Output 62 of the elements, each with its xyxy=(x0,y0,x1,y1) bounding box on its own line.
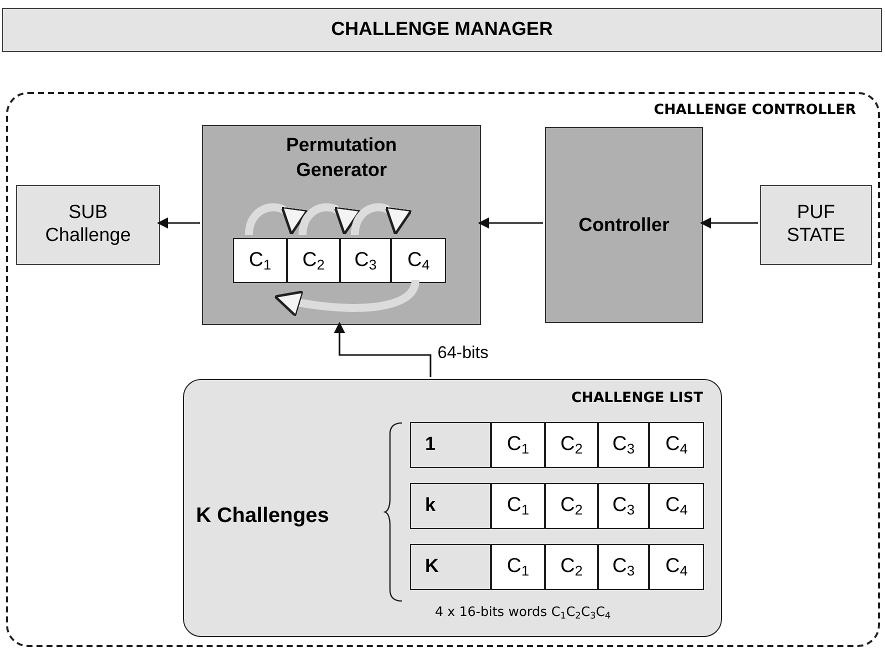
node-text: PUF STATE xyxy=(786,202,846,248)
node-text: k xyxy=(425,495,436,517)
dashed-group xyxy=(6,92,880,647)
node-text: CHALLENGE MANAGER xyxy=(331,19,553,41)
register-cell xyxy=(233,238,287,283)
node-text: 4 x 16-bits words C$_{1}$C$_{2}$C$_{3}$C$_{4}$ xyxy=(435,605,611,622)
node-text: C$_{2}$ xyxy=(560,494,583,518)
node-text: C$_{3}$ xyxy=(354,248,377,274)
node-text: C$_{1}$ xyxy=(506,494,530,518)
list-panel xyxy=(183,379,722,637)
register-cell xyxy=(340,238,391,283)
node-text: C$_{4}$ xyxy=(665,494,688,518)
curved-arrow xyxy=(274,279,420,317)
register-cell xyxy=(649,483,704,529)
node-text: C$_{4}$ xyxy=(407,248,430,274)
node-text: K Challenges xyxy=(196,504,330,528)
header-bar xyxy=(2,8,882,52)
register-cell xyxy=(287,238,340,283)
index-cell xyxy=(410,483,491,529)
node-text: Permutation Generator xyxy=(285,134,398,183)
node-text: C$_{2}$ xyxy=(560,433,583,457)
node-text: C$_{3}$ xyxy=(612,555,635,579)
curved-arrow xyxy=(244,203,306,236)
register-cell xyxy=(491,544,545,590)
index-cell xyxy=(410,544,491,590)
node-text: K xyxy=(425,556,439,578)
node-text: C$_{1}$ xyxy=(506,433,530,457)
node-text: C$_{3}$ xyxy=(612,494,635,518)
process-box xyxy=(760,185,872,265)
arrow xyxy=(156,217,200,229)
register-cell xyxy=(598,544,649,590)
register-cell xyxy=(649,544,704,590)
register-cell xyxy=(598,483,649,529)
register-cell xyxy=(545,544,598,590)
register-cell xyxy=(391,238,446,283)
register-cell xyxy=(545,422,598,468)
process-box xyxy=(545,127,703,323)
register-cell xyxy=(649,422,704,468)
arrow xyxy=(700,217,758,229)
node-text: C$_{2}$ xyxy=(302,248,325,274)
node-text: CHALLENGE LIST xyxy=(571,390,703,406)
register-cell xyxy=(545,483,598,529)
node-text: C$_{3}$ xyxy=(612,433,635,457)
node-text: 1 xyxy=(425,434,436,456)
arrow xyxy=(478,217,543,229)
process-box xyxy=(202,125,481,325)
arrow xyxy=(334,322,432,377)
node-text: Controller xyxy=(578,214,670,238)
curved-arrow xyxy=(350,203,410,236)
node-text: CHALLENGE CONTROLLER xyxy=(654,102,856,118)
node-text: C$_{1}$ xyxy=(248,248,272,274)
process-box xyxy=(16,185,160,265)
node-text: SUB Challenge xyxy=(44,202,132,248)
register-cell xyxy=(598,422,649,468)
node-text: C$_{4}$ xyxy=(665,433,688,457)
node-text: C$_{2}$ xyxy=(560,555,583,579)
index-cell xyxy=(410,422,491,468)
node-text: C$_{1}$ xyxy=(506,555,530,579)
curved-arrow xyxy=(298,203,360,236)
register-cell xyxy=(491,483,545,529)
register-cell xyxy=(491,422,545,468)
node-text: C$_{4}$ xyxy=(665,555,688,579)
